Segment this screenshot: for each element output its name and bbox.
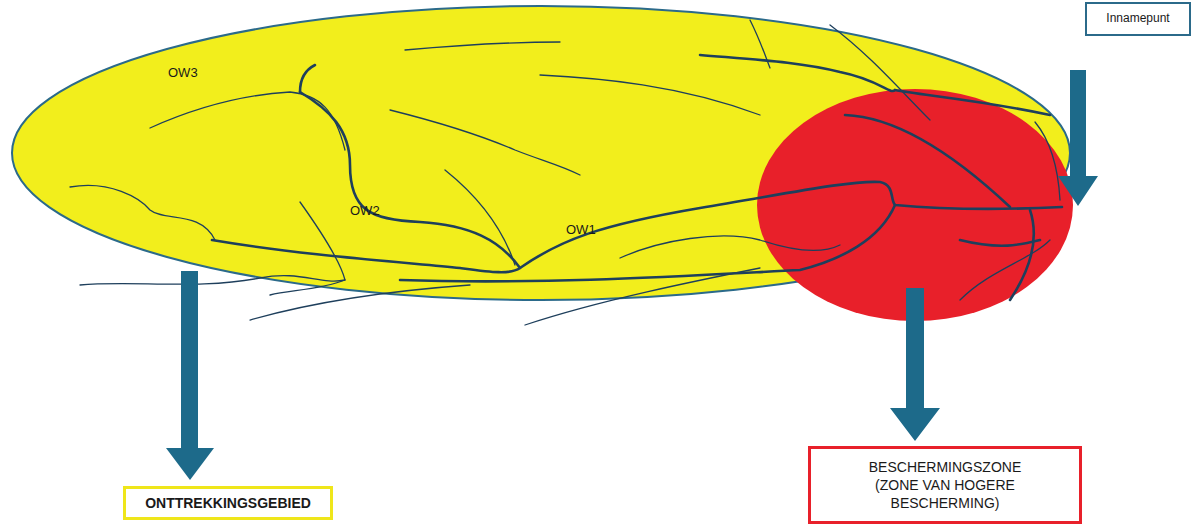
water-body-label: OW3 bbox=[168, 66, 198, 79]
label-box: ONTTREKKINGSGEBIED bbox=[123, 486, 333, 520]
rivers bbox=[70, 20, 1062, 325]
protection-zone bbox=[757, 89, 1073, 321]
water-body-label: OW2 bbox=[350, 204, 380, 217]
box-text: Innamepunt bbox=[1106, 11, 1169, 27]
box-text: ONTTREKKINGSGEBIED bbox=[145, 494, 311, 512]
label-box: BESCHERMINGSZONE (ZONE VAN HOGERE BESCHE… bbox=[808, 446, 1082, 524]
water-body-label: OW1 bbox=[566, 223, 596, 236]
label-box: Innamepunt bbox=[1085, 2, 1191, 36]
box-text: BESCHERMINGSZONE (ZONE VAN HOGERE BESCHE… bbox=[861, 458, 1029, 513]
pointer-arrows bbox=[166, 70, 1098, 480]
